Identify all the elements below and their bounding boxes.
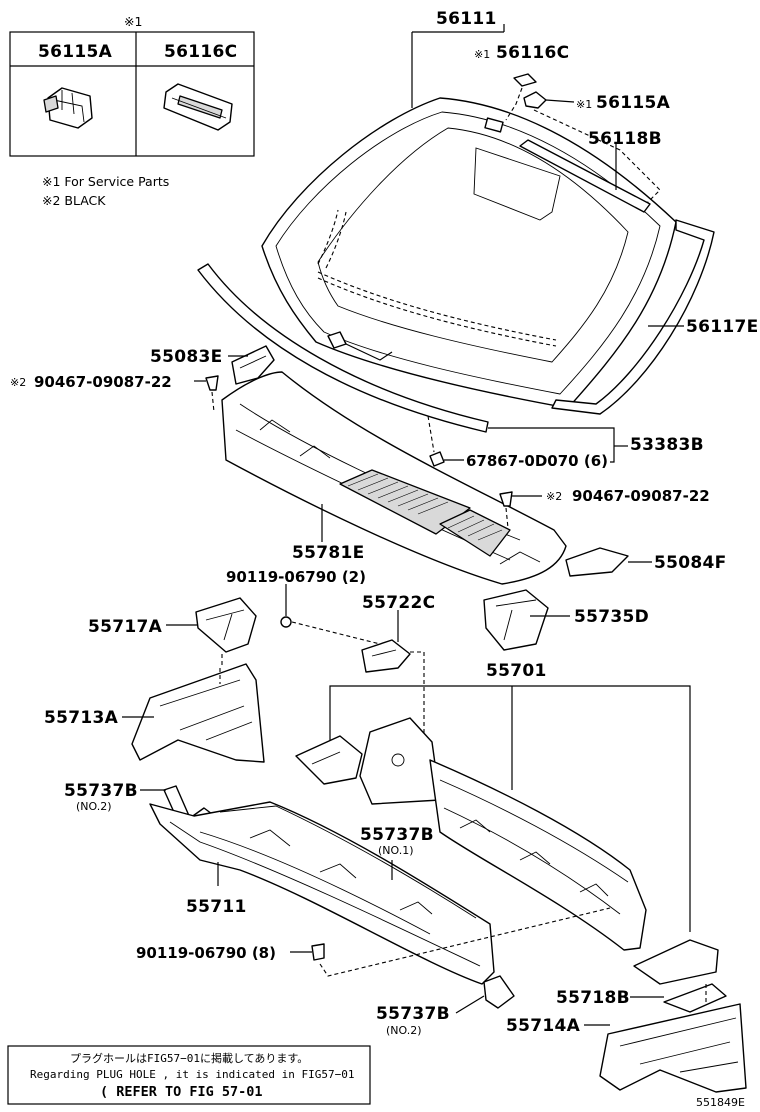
service-parts-inset: ※1 56115A 56116C — [9, 14, 255, 157]
callout-67867: 67867-0D070 (6) — [466, 452, 608, 470]
callout-55083e: 55083E — [150, 347, 223, 367]
apron-55714a — [599, 1003, 747, 1093]
callout-90467-right-mark: ※2 — [546, 490, 562, 503]
clip-90467-right — [499, 491, 513, 507]
callout-55737b-mid: 55737B — [360, 825, 434, 845]
bolt-90119-2 — [280, 616, 292, 628]
clip-56116c — [513, 73, 537, 87]
callout-55737b-top-sub: (NO.2) — [76, 800, 112, 813]
clip-67867 — [429, 451, 445, 467]
callout-55714a: 55714A — [506, 1016, 581, 1036]
inset-col-56116c: 56116C — [164, 42, 237, 62]
callout-55737b-bottom: 55737B — [376, 1004, 450, 1024]
windshield-glass-56111 — [261, 97, 677, 409]
callout-56118b: 56118B — [588, 129, 662, 149]
bracket-55083e — [231, 345, 275, 385]
inset-col-56115a: 56115A — [38, 42, 113, 62]
molding-56118b — [519, 139, 651, 213]
reference-line-en: Regarding PLUG HOLE , it is indicated in… — [30, 1068, 355, 1081]
reference-box: プラグホールはFIG57−01に掲載してあります。 Regarding PLUG… — [7, 1045, 371, 1105]
dash-panel-55711 — [149, 801, 495, 985]
callout-56115a: 56115A — [596, 93, 671, 113]
clip-56115a-illustration — [43, 87, 93, 129]
clip-90467-left — [205, 375, 219, 391]
callout-55717a: 55717A — [88, 617, 163, 637]
callout-55701: 55701 — [486, 661, 547, 681]
callout-55711: 55711 — [186, 897, 247, 917]
callout-56117e: 56117E — [686, 317, 759, 337]
bracket-55717a — [195, 597, 257, 653]
callout-56116c-mark: ※1 — [474, 48, 490, 61]
callout-53383b: 53383B — [630, 435, 704, 455]
callout-55713a: 55713A — [44, 708, 119, 728]
callout-90119-8: 90119-06790 (8) — [136, 944, 276, 962]
callout-90467-right: 90467-09087-22 — [572, 487, 710, 505]
cowl-panel-55701 — [295, 717, 647, 951]
bolt-90119-8 — [311, 943, 325, 961]
callout-55718b: 55718B — [556, 988, 630, 1008]
reference-line-jp: プラグホールはFIG57−01に掲載してあります。 — [70, 1051, 308, 1065]
callout-55737b-mid-sub: (NO.1) — [378, 844, 414, 857]
inset-mark: ※1 — [124, 14, 142, 29]
seal-55737b-no2-bottom — [483, 975, 515, 1009]
bracket-55735d — [483, 589, 549, 651]
clip-56116c-illustration — [163, 83, 233, 131]
callout-55737b-top: 55737B — [64, 781, 138, 801]
clip-56115a — [523, 91, 547, 109]
callout-56111: 56111 — [436, 9, 497, 29]
callout-56116c: 56116C — [496, 43, 569, 63]
molding-56117e — [551, 219, 715, 415]
callout-55737b-bottom-sub: (NO.2) — [386, 1024, 422, 1037]
strip-53383b — [197, 263, 489, 433]
callout-90467-left: 90467-09087-22 — [34, 373, 172, 391]
callout-55735d: 55735D — [574, 607, 649, 627]
cowl-top-panel-55781e — [221, 371, 567, 585]
callout-55722c: 55722C — [362, 593, 435, 613]
callout-90119-2: 90119-06790 (2) — [226, 568, 366, 586]
note-black: ※2 BLACK — [42, 193, 106, 208]
reference-line-ref[interactable]: ( REFER TO FIG 57-01 — [100, 1084, 263, 1100]
callout-55084f: 55084F — [654, 553, 727, 573]
bracket-55084f — [565, 547, 629, 577]
bracket-55722c — [361, 639, 411, 673]
apron-55713a — [131, 663, 265, 763]
callout-90467-left-mark: ※2 — [10, 376, 26, 389]
bracket-55718b — [633, 939, 727, 1013]
callout-55781e: 55781E — [292, 543, 365, 563]
callout-56115a-mark: ※1 — [576, 98, 592, 111]
note-service-parts: ※1 For Service Parts — [42, 174, 169, 189]
figure-id: 551849E — [696, 1096, 745, 1109]
